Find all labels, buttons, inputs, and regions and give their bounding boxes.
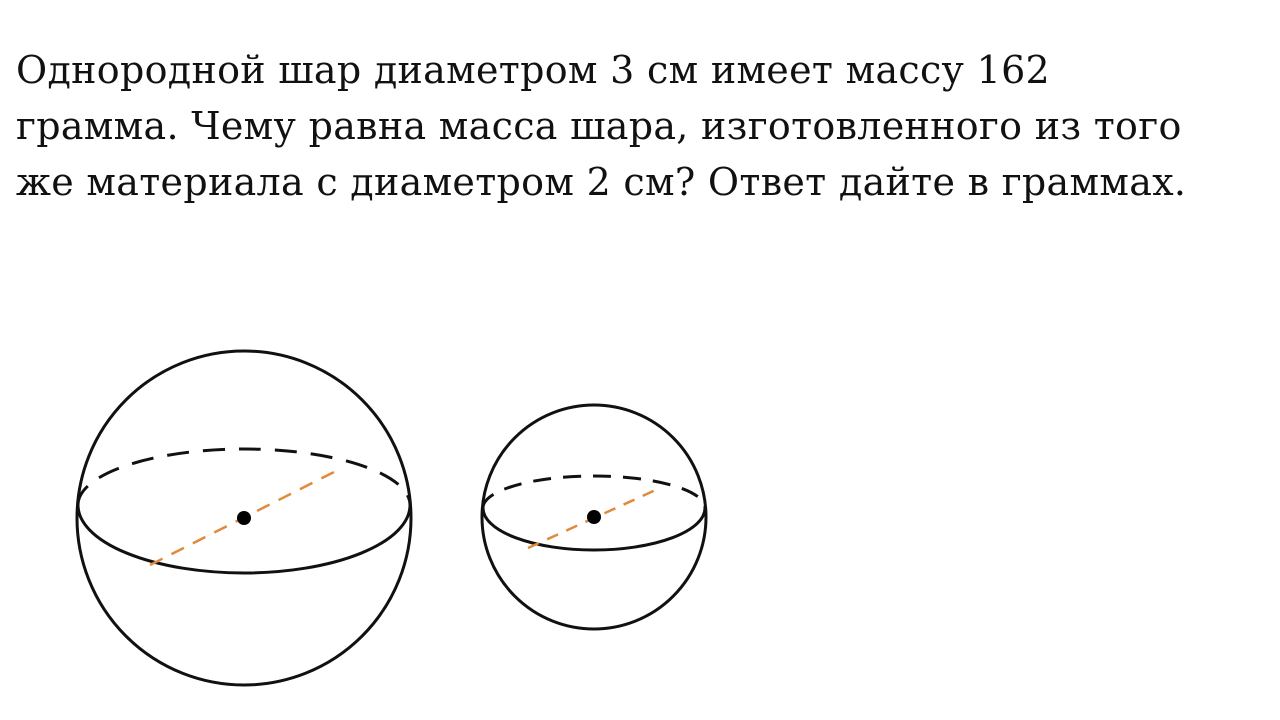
large-sphere-center (237, 511, 251, 525)
large-sphere-equator-front (76, 504, 412, 575)
spheres-figure (75, 349, 708, 687)
small-sphere-equator-front (481, 507, 707, 552)
large-sphere (75, 349, 413, 687)
problem-text: Однородной шар диаметром 3 см имеет масс… (16, 42, 1266, 210)
small-sphere-outline (480, 403, 708, 631)
small-sphere-center (587, 510, 601, 524)
problem-line-2: грамма. Чему равна масса шара, изготовле… (16, 104, 1182, 148)
problem-line-3: же материала с диаметром 2 см? Ответ дай… (16, 160, 1187, 204)
small-sphere-equator-back (481, 474, 707, 509)
problem-line-1: Однородной шар диаметром 3 см имеет масс… (16, 48, 1051, 92)
large-sphere-equator-back (76, 447, 412, 506)
small-sphere (480, 403, 708, 631)
large-sphere-outline (75, 349, 413, 687)
